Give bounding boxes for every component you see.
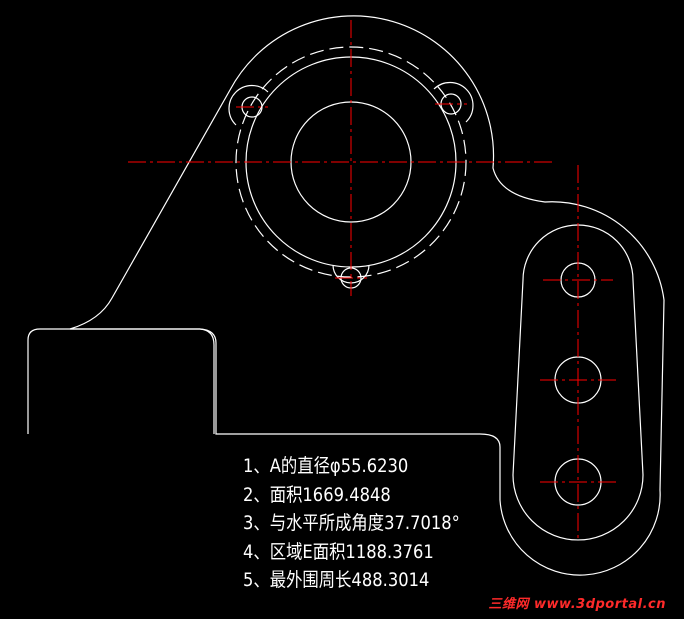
note-4: 4、区域E面积1188.3761	[243, 540, 434, 563]
slot-arm	[512, 224, 644, 541]
notes-list: 1、A的直径φ55.6230 2、面积1669.4848 3、与水平所成角度37…	[243, 452, 495, 595]
left-boss	[27, 328, 215, 434]
bolt-boss-right	[433, 81, 474, 123]
outer-profile	[69, 15, 665, 576]
bolt-boss-left	[228, 84, 269, 126]
note-3: 3、与水平所成角度37.7018°	[243, 512, 460, 534]
watermark: 三维网 www.3dportal.cn	[488, 597, 666, 612]
note-2: 2、面积1669.4848	[243, 483, 391, 506]
note-5: 5、最外围周长488.3014	[243, 569, 430, 591]
note-1: 1、A的直径φ55.6230	[243, 455, 409, 477]
